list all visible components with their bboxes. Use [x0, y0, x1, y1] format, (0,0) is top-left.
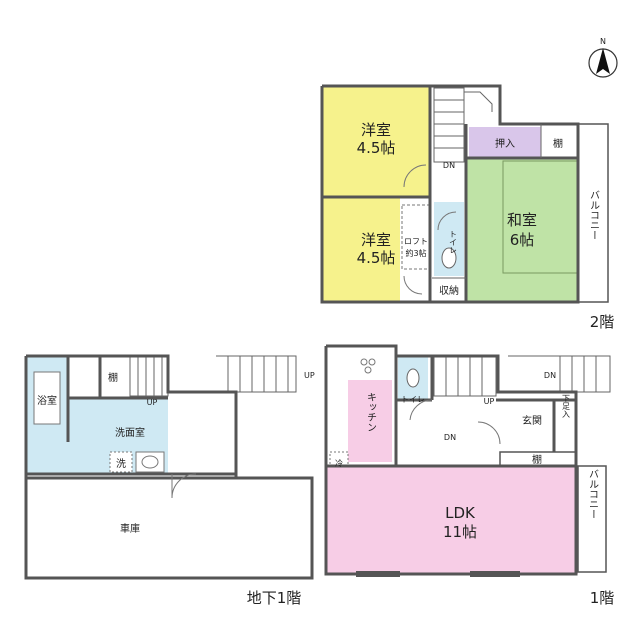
- garage-label: 車庫: [120, 522, 140, 535]
- balcony-2f: [577, 123, 609, 303]
- shelf-b1-label: 棚: [108, 371, 118, 384]
- up-b1-outer-label: UP: [304, 371, 315, 380]
- floor-1-label: 1階: [590, 589, 615, 607]
- western-room-2-name: 洋室: [361, 231, 391, 249]
- floor-2-label: 2階: [590, 313, 615, 331]
- floor-basement-label: 地下1階: [247, 589, 302, 607]
- garage: [24, 476, 314, 580]
- balcony-2f-label: バルコニー: [588, 190, 600, 240]
- japanese-room-name: 和室: [507, 211, 537, 229]
- loft-size-label: 約3帖: [405, 248, 426, 258]
- western-room-1-size: 4.5帖: [357, 139, 396, 157]
- first-floor: [324, 344, 611, 577]
- dn-1f-stair-label: DN: [444, 433, 456, 442]
- shelf-1f-label: 棚: [532, 453, 542, 466]
- storage-label: 収納: [439, 284, 459, 297]
- ldk-size: 11帖: [443, 523, 477, 541]
- outer-stairs-1f: [508, 355, 611, 393]
- japanese-room: [467, 159, 577, 301]
- dn-1f-outer-label: DN: [544, 371, 556, 380]
- toilet-2f: [434, 202, 464, 276]
- outer-stairs-basement: [216, 355, 297, 393]
- western-room-1-name: 洋室: [361, 121, 391, 139]
- sink: [135, 451, 165, 473]
- bath-label: 浴室: [37, 394, 57, 407]
- western-room-2: [322, 198, 400, 302]
- basement-floor: [24, 354, 314, 580]
- kitchen: [348, 380, 392, 462]
- oshiire-label: 押入: [495, 137, 515, 150]
- dn-2f-label: DN: [443, 161, 455, 170]
- oshiire-closet: [469, 127, 541, 158]
- up-b1-inner-label: UP: [147, 398, 158, 407]
- stairs-1f: [433, 355, 497, 397]
- toilet-1f-label: トイレ: [401, 395, 425, 404]
- loft-label: ロフト: [404, 237, 428, 246]
- western-room-1: [322, 86, 430, 196]
- toilet-2f-label: トイレ: [449, 230, 458, 254]
- shelf-2f-label: 棚: [553, 137, 563, 150]
- compass-icon: N: [588, 37, 618, 78]
- balcony-1f-label: バルコニー: [587, 469, 599, 519]
- second-floor: [320, 84, 609, 304]
- stairs-basement: [129, 355, 169, 397]
- compass-label: N: [600, 37, 606, 46]
- up-1f-label: UP: [484, 397, 495, 406]
- fridge-label: 冷: [335, 458, 343, 468]
- step-label: 下足入: [562, 394, 571, 418]
- western-room-2-size: 4.5帖: [357, 249, 396, 267]
- washer: [109, 451, 133, 473]
- entrance-label: 玄関: [522, 414, 542, 427]
- washer-label: 洗: [116, 458, 126, 470]
- kitchen-label: キッチン: [365, 392, 376, 432]
- stairs-2f: [433, 87, 493, 163]
- japanese-room-size: 6帖: [510, 231, 535, 249]
- balcony-1f: [577, 465, 607, 573]
- ldk-room: [326, 466, 578, 574]
- washroom-label: 洗面室: [115, 426, 145, 439]
- ldk-name: LDK: [445, 504, 476, 522]
